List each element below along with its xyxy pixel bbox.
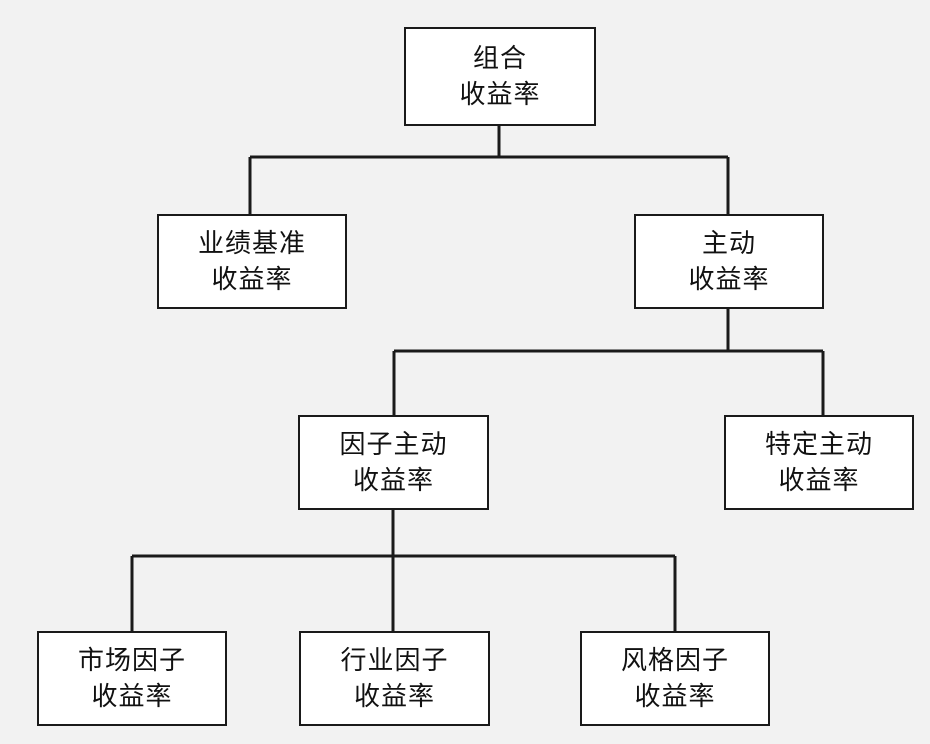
node-benchmark-return[interactable]: 业绩基准 收益率 xyxy=(157,214,347,309)
node-active-return-line2: 收益率 xyxy=(688,264,770,294)
node-specific-active-return-line2: 收益率 xyxy=(778,465,860,495)
node-style-factor-return-line2: 收益率 xyxy=(634,681,716,711)
node-portfolio-return-line2: 收益率 xyxy=(459,79,541,109)
node-benchmark-return-line2: 收益率 xyxy=(211,264,293,294)
node-market-factor-return-line2: 收益率 xyxy=(91,681,173,711)
node-portfolio-return-line1: 组合 xyxy=(472,43,527,73)
node-style-factor-return-line1: 风格因子 xyxy=(620,645,729,675)
node-factor-active-return-line2: 收益率 xyxy=(352,465,434,495)
node-active-return-line1: 主动 xyxy=(701,228,756,258)
node-style-factor-return[interactable]: 风格因子 收益率 xyxy=(580,631,770,726)
node-industry-factor-return-line1: 行业因子 xyxy=(340,645,449,675)
node-specific-active-return[interactable]: 特定主动 收益率 xyxy=(724,415,914,510)
edge-portfolio-to-level2 xyxy=(248,126,730,214)
node-benchmark-return-line1: 业绩基准 xyxy=(197,228,306,258)
node-factor-active-return[interactable]: 因子主动 收益率 xyxy=(298,415,489,510)
node-portfolio-return[interactable]: 组合 收益率 xyxy=(404,27,596,126)
node-market-factor-return-line1: 市场因子 xyxy=(77,645,186,675)
node-market-factor-return[interactable]: 市场因子 收益率 xyxy=(37,631,227,726)
node-active-return[interactable]: 主动 收益率 xyxy=(634,214,824,309)
node-industry-factor-return[interactable]: 行业因子 收益率 xyxy=(299,631,490,726)
edge-active-to-level3 xyxy=(392,309,825,415)
node-factor-active-return-line1: 因子主动 xyxy=(339,429,448,459)
node-industry-factor-return-line2: 收益率 xyxy=(353,681,435,711)
node-specific-active-return-line1: 特定主动 xyxy=(764,429,873,459)
edge-factor-to-level4 xyxy=(130,510,677,631)
